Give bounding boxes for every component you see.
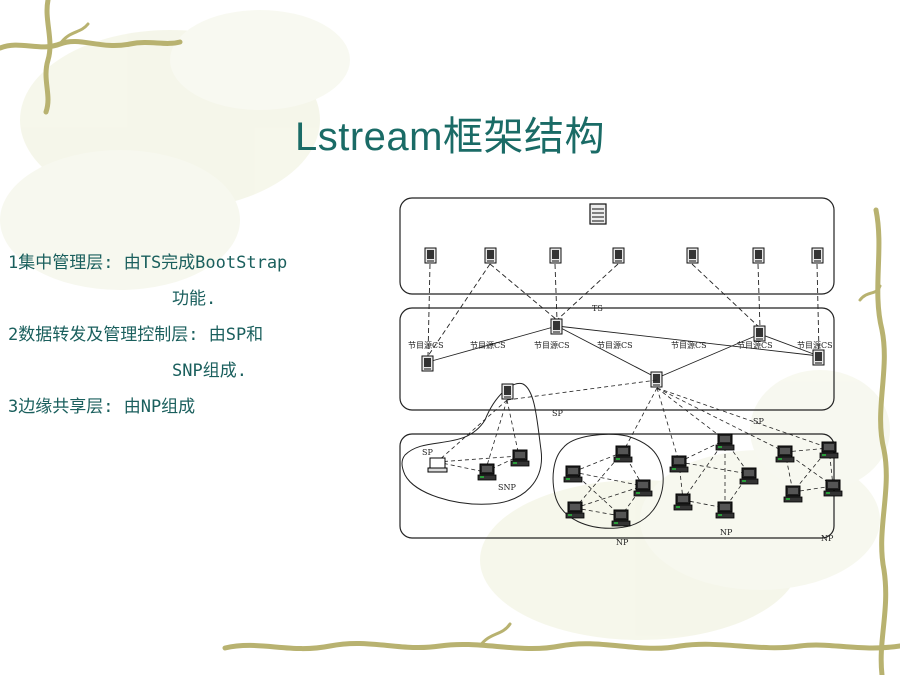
cs-label-7: 节目源CS xyxy=(797,341,833,350)
cs-label-4: 节目源CS xyxy=(597,341,633,350)
sp-label-laptop: SP xyxy=(422,448,433,457)
np-pc-icon-6 xyxy=(669,455,689,473)
bullet-1-line-2: 功能. xyxy=(172,289,217,309)
vine-border-bottom xyxy=(222,622,900,652)
vine-border-top-left xyxy=(0,0,183,115)
np-pc-icon-14 xyxy=(823,479,843,497)
snp-server-icon xyxy=(501,383,514,400)
middle-server-icon-3 xyxy=(753,325,766,342)
np-label-1: NP xyxy=(616,538,629,547)
bullet-3-line-1: 3边缘共享层: 由NP组成 xyxy=(8,397,196,417)
solid-links-middle xyxy=(427,325,820,379)
bullet-2-line-2: SNP组成. xyxy=(172,361,247,381)
top-server-icon-2 xyxy=(484,247,497,264)
top-server-icon-6 xyxy=(752,247,765,264)
top-server-icon-7 xyxy=(811,247,824,264)
sp-label-1: SP xyxy=(552,409,563,418)
bullet-1: 1集中管理层: 由TS完成BootStrap 功能. xyxy=(8,245,388,317)
background-flower-wash xyxy=(0,10,890,640)
ts-label: TS xyxy=(592,304,603,313)
np-pc-icon-10 xyxy=(715,501,735,519)
middle-server-icon-4 xyxy=(812,349,825,366)
bullet-3: 3边缘共享层: 由NP组成 xyxy=(8,389,388,425)
bullet-1-line-1: 1集中管理层: 由TS完成BootStrap xyxy=(8,253,288,273)
np-pc-icon-4 xyxy=(565,501,585,519)
slide-title: Lstream框架结构 xyxy=(295,115,605,159)
np-label-3: NP xyxy=(821,534,834,543)
np-label-2: NP xyxy=(720,528,733,537)
np-cloud-outline xyxy=(552,433,664,529)
sp-label-2: SP xyxy=(753,417,764,426)
np-mesh-dashed-links xyxy=(572,439,834,517)
bullet-2: 2数据转发及管理控制层: 由SP和 SNP组成. xyxy=(8,317,388,389)
snp-cloud-outline xyxy=(401,382,542,505)
layer-box-central-management xyxy=(399,197,835,295)
lstream-architecture-diagram: TS 节目源CS 节目源CS 节目源CS 节目源CS 节目源CS 节目源CS 节… xyxy=(399,197,843,547)
np-pc-icon-3 xyxy=(633,479,653,497)
np-pc-icon-1 xyxy=(613,445,633,463)
np-pc-icon-12 xyxy=(819,441,839,459)
snp-pc-icon-2 xyxy=(510,449,530,467)
top-server-icon-3 xyxy=(549,247,562,264)
np-pc-icon-2 xyxy=(563,465,583,483)
top-server-icon-4 xyxy=(612,247,625,264)
cs-label-5: 节目源CS xyxy=(671,341,707,350)
bullet-2-line-1: 2数据转发及管理控制层: 由SP和 xyxy=(8,325,264,345)
sp-laptop-icon xyxy=(427,457,448,473)
vine-border-right xyxy=(858,207,889,675)
sp-server-icon xyxy=(650,371,663,388)
snp-pc-icon-1 xyxy=(477,463,497,481)
ts-main-server-icon xyxy=(589,203,607,225)
cs-label-6: 节目源CS xyxy=(737,341,773,350)
cs-label-3: 节目源CS xyxy=(534,341,570,350)
np-pc-icon-9 xyxy=(673,493,693,511)
middle-server-icon-1 xyxy=(421,355,434,372)
np-pc-icon-11 xyxy=(775,445,795,463)
dashed-links-top-to-middle xyxy=(427,263,820,357)
snp-label: SNP xyxy=(498,483,516,492)
np-pc-icon-8 xyxy=(739,467,759,485)
bullet-list: 1集中管理层: 由TS完成BootStrap 功能. 2数据转发及管理控制层: … xyxy=(8,245,388,425)
top-server-icon-1 xyxy=(424,247,437,264)
np-pc-icon-13 xyxy=(783,485,803,503)
cs-label-1: 节目源CS xyxy=(408,341,444,350)
np-pc-icon-5 xyxy=(611,509,631,527)
sp-to-np-dashed-links xyxy=(622,387,830,463)
np-pc-icon-7 xyxy=(715,433,735,451)
top-server-icon-5 xyxy=(686,247,699,264)
middle-server-icon-2 xyxy=(550,318,563,335)
layer-box-forwarding-control xyxy=(399,307,835,411)
cs-label-2: 节目源CS xyxy=(470,341,506,350)
